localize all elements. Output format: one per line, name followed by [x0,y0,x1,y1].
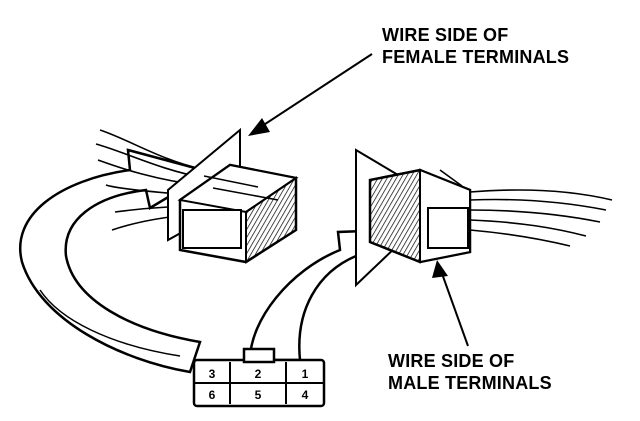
female-terminals-callout: WIRE SIDE OF FEMALE TERMINALS [382,24,569,68]
female-connector [167,127,299,264]
callout-line: WIRE SIDE OF [382,25,509,45]
callout-line: FEMALE TERMINALS [382,47,570,67]
leader-male [432,260,469,347]
leader-female [248,53,373,136]
male-connector [355,148,472,288]
terminal-view [192,347,326,408]
male-terminals-callout: WIRE SIDE OF MALE TERMINALS [388,350,552,394]
curved-arrow-female [19,148,214,374]
male-wires [469,189,613,247]
callout-line: WIRE SIDE OF [388,351,515,371]
callout-line: MALE TERMINALS [388,373,552,393]
